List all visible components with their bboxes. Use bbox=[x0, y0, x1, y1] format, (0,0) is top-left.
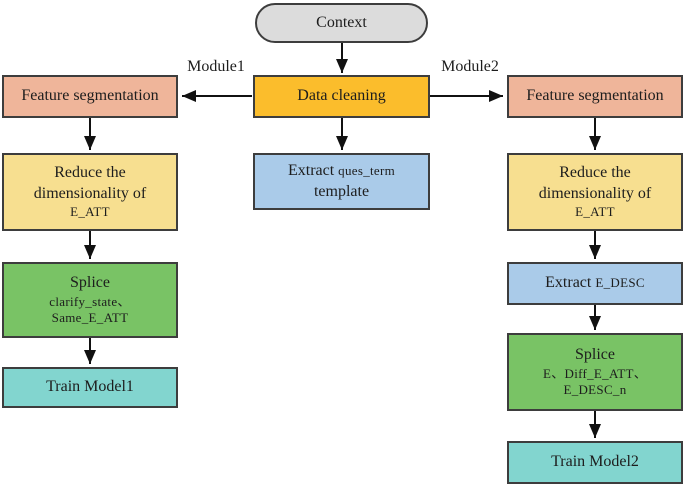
node-splice-right: Splice E、Diff_E_ATT、 E_DESC_n bbox=[507, 333, 683, 411]
node-train-model1: Train Model1 bbox=[2, 367, 178, 408]
reduce-left-line1: Reduce the bbox=[54, 163, 126, 181]
node-data-cleaning-label: Data cleaning bbox=[297, 87, 386, 105]
node-extract-ques-term-template: Extract ques_term template bbox=[253, 153, 430, 210]
node-reduce-dimensionality-left: Reduce the dimensionality of E_ATT bbox=[2, 153, 178, 231]
node-extract-e-desc: Extract E_DESC bbox=[507, 262, 683, 305]
node-splice-left: Splice clarify_state、 Same_E_ATT bbox=[2, 262, 178, 338]
splice-right-title: Splice bbox=[575, 345, 615, 363]
node-feature-segmentation-left: Feature segmentation bbox=[2, 75, 178, 118]
edge-label-module1: Module1 bbox=[187, 58, 245, 75]
splice-left-code2: Same_E_ATT bbox=[51, 310, 129, 326]
splice-right-code2: E_DESC_n bbox=[563, 382, 627, 398]
extract-center-line1: Extract ques_term bbox=[288, 161, 395, 182]
reduce-right-code: E_ATT bbox=[575, 204, 615, 220]
reduce-right-line1: Reduce the bbox=[559, 163, 631, 181]
node-feature-segmentation-left-label: Feature segmentation bbox=[21, 87, 159, 105]
extract-center-line2: template bbox=[313, 182, 370, 200]
node-feature-segmentation-right-label: Feature segmentation bbox=[526, 87, 664, 105]
node-train-model2: Train Model2 bbox=[507, 441, 683, 484]
node-feature-segmentation-right: Feature segmentation bbox=[507, 75, 683, 118]
node-context-label: Context bbox=[316, 13, 367, 31]
node-data-cleaning: Data cleaning bbox=[253, 75, 430, 118]
extract-center-word: Extract bbox=[287, 161, 335, 179]
node-context: Context bbox=[255, 3, 428, 43]
splice-left-code1: clarify_state、 bbox=[49, 293, 131, 309]
reduce-left-line2: dimensionality of bbox=[33, 184, 147, 202]
reduce-left-code: E_ATT bbox=[70, 204, 110, 220]
node-reduce-dimensionality-right: Reduce the dimensionality of E_ATT bbox=[507, 153, 683, 231]
reduce-right-line2: dimensionality of bbox=[538, 184, 652, 202]
edge-label-module2: Module2 bbox=[441, 58, 499, 75]
splice-left-title: Splice bbox=[70, 273, 110, 291]
extract-right-word: Extract bbox=[545, 274, 592, 292]
splice-right-code1: E、Diff_E_ATT、 bbox=[542, 365, 648, 381]
extract-center-code: ques_term bbox=[338, 162, 396, 178]
train-model2-label: Train Model2 bbox=[551, 453, 639, 471]
extract-right-line1: Extract E_DESC bbox=[545, 273, 645, 294]
extract-right-code: E_DESC bbox=[595, 275, 645, 291]
train-model1-label: Train Model1 bbox=[46, 378, 134, 396]
